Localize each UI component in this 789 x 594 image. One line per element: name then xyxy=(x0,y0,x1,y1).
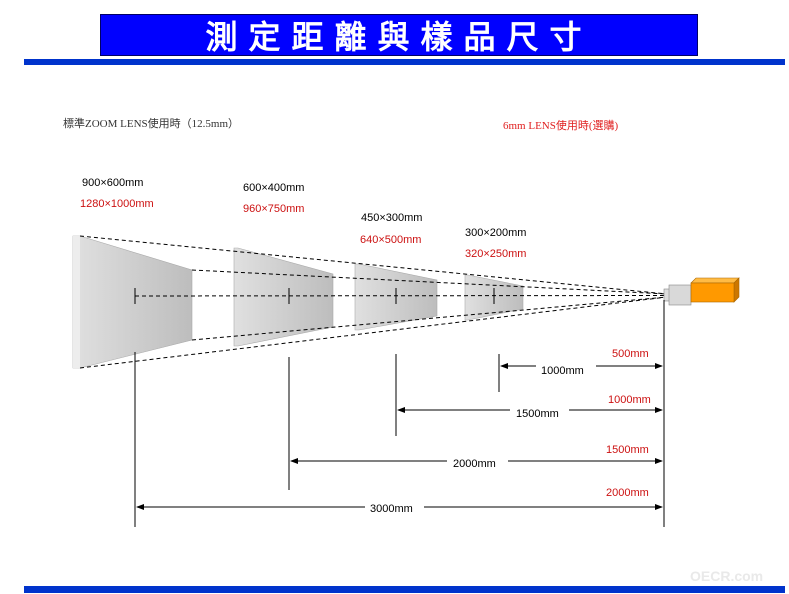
extension-lines xyxy=(134,300,665,527)
view-cone-lines xyxy=(79,235,668,369)
top-rule xyxy=(24,59,785,65)
distance-zoom-3: 2000mm xyxy=(453,458,496,470)
watermark: OECR.com xyxy=(690,568,764,584)
six-mm-lens-note: 6mm LENS使用時(選購) xyxy=(503,120,619,132)
field-panel-1 xyxy=(72,235,193,369)
field-size-zoom-4: 300×200mm xyxy=(465,227,527,239)
bottom-rule xyxy=(24,586,785,593)
field-size-6mm-2: 960×750mm xyxy=(243,203,305,215)
page-title: 測定距離與樣品尺寸 xyxy=(205,18,593,56)
distance-zoom-4: 3000mm xyxy=(370,503,413,515)
distance-6mm-4: 2000mm xyxy=(606,487,649,499)
distance-6mm-1: 500mm xyxy=(612,348,649,360)
dimension-arrows xyxy=(136,363,663,510)
field-size-zoom-1: 900×600mm xyxy=(82,177,144,189)
field-size-6mm-3: 640×500mm xyxy=(360,234,422,246)
field-size-6mm-4: 320×250mm xyxy=(465,248,527,260)
zoom-lens-note: 標準ZOOM LENS使用時（12.5mm） xyxy=(63,118,239,130)
title-banner: 測定距離與樣品尺寸 xyxy=(100,14,698,56)
field-size-6mm-1: 1280×1000mm xyxy=(80,198,154,210)
field-size-zoom-3: 450×300mm xyxy=(361,212,423,224)
distance-zoom-2: 1500mm xyxy=(516,408,559,420)
field-size-zoom-2: 600×400mm xyxy=(243,182,305,194)
camera-icon xyxy=(663,277,740,306)
distance-6mm-2: 1000mm xyxy=(608,394,651,406)
distance-zoom-1: 1000mm xyxy=(541,365,584,377)
distance-6mm-3: 1500mm xyxy=(606,444,649,456)
center-marks xyxy=(134,288,495,304)
